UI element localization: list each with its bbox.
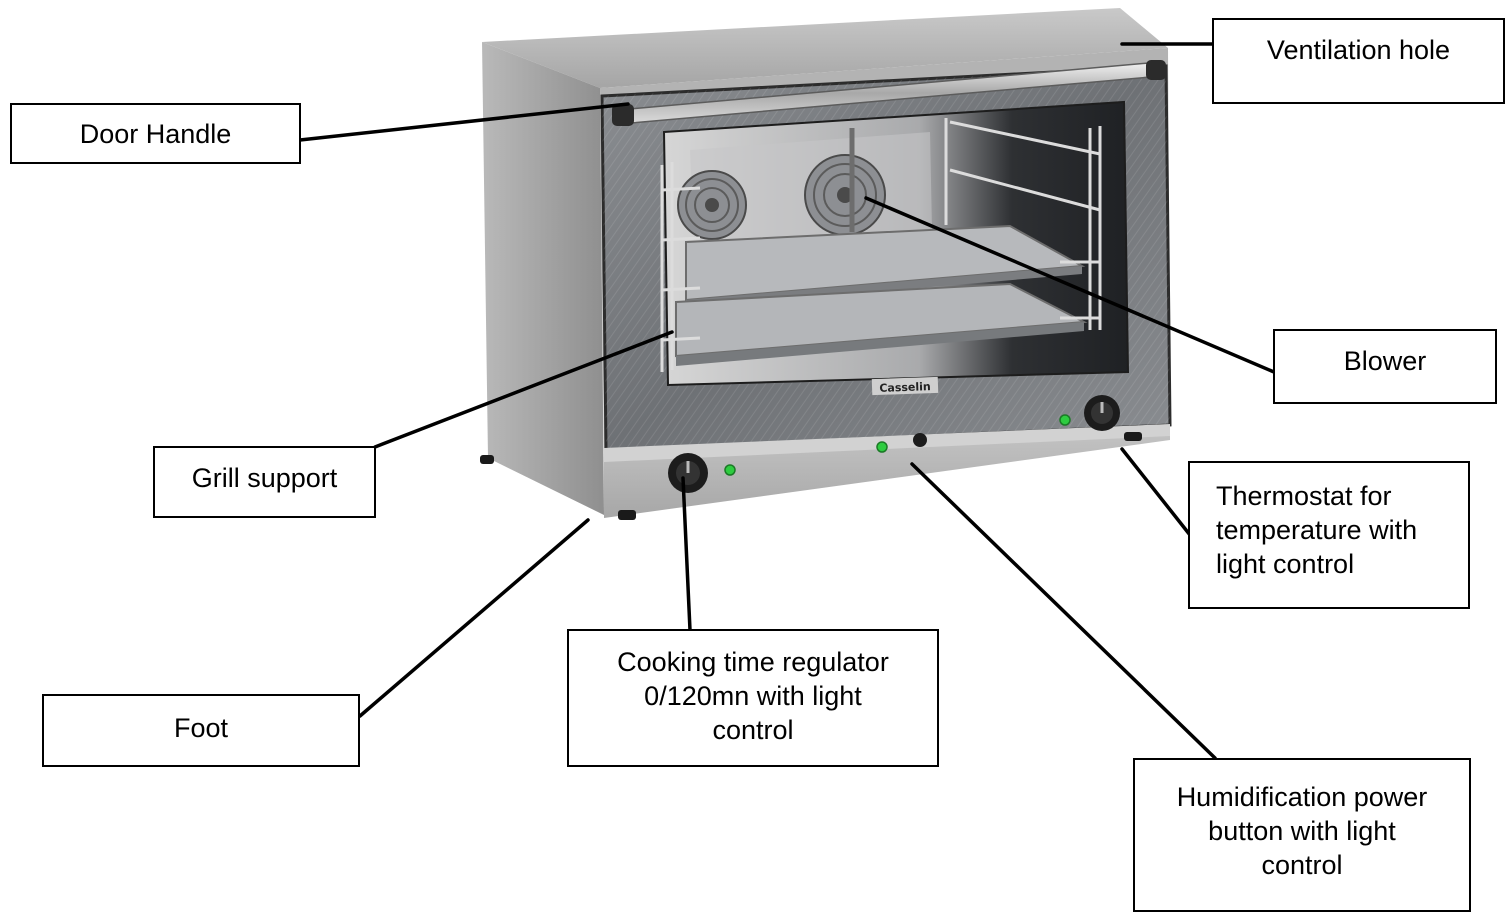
label-humidification: Humidification power button with light c… bbox=[1133, 758, 1471, 912]
label-grill-support: Grill support bbox=[153, 446, 376, 518]
label-thermostat: Thermostat for temperature with light co… bbox=[1188, 461, 1470, 609]
leader-humidification bbox=[910, 462, 1217, 760]
foot bbox=[618, 510, 636, 520]
label-humidification-text: Humidification power button with light c… bbox=[1176, 782, 1428, 880]
brand-logo: Casselin bbox=[879, 380, 931, 395]
leader-blower bbox=[864, 196, 1276, 374]
label-door-handle-text: Door Handle bbox=[79, 118, 232, 149]
fan-icon bbox=[804, 154, 886, 236]
grill-supports bbox=[660, 118, 1102, 372]
baking-trays bbox=[675, 224, 1088, 366]
humidification-indicator-light bbox=[876, 441, 888, 453]
leader-cooking-time bbox=[681, 476, 692, 632]
leader-door-handle bbox=[298, 102, 630, 142]
oven-top bbox=[482, 8, 1168, 88]
leader-thermostat bbox=[1120, 447, 1192, 537]
label-ventilation-hole: Ventilation hole bbox=[1212, 18, 1505, 104]
control-panel bbox=[604, 395, 1170, 518]
leader-lines bbox=[298, 42, 1276, 760]
label-door-handle: Door Handle bbox=[10, 103, 301, 164]
label-foot: Foot bbox=[42, 694, 360, 767]
brand-plate: Casselin bbox=[871, 376, 939, 396]
label-cooking-time: Cooking time regulator 0/120mn with ligh… bbox=[567, 629, 939, 767]
fan-icon bbox=[677, 170, 747, 240]
oven-feet bbox=[480, 432, 1142, 520]
label-foot-text: Foot bbox=[173, 712, 229, 743]
label-thermostat-text: Thermostat for temperature with light co… bbox=[1216, 481, 1418, 579]
oven-side bbox=[482, 42, 604, 515]
timer-knob[interactable] bbox=[668, 453, 708, 493]
foot bbox=[480, 455, 494, 464]
leader-foot bbox=[358, 518, 590, 718]
label-ventilation-hole-text: Ventilation hole bbox=[1266, 35, 1451, 65]
label-blower-text: Blower bbox=[1343, 345, 1427, 376]
label-cooking-time-text: Cooking time regulator 0/120mn with ligh… bbox=[617, 647, 889, 745]
thermostat-knob[interactable] bbox=[1084, 395, 1120, 431]
label-blower: Blower bbox=[1273, 329, 1497, 404]
label-grill-support-text: Grill support bbox=[191, 463, 338, 493]
leader-grill-support bbox=[373, 330, 674, 449]
foot bbox=[1124, 432, 1142, 441]
thermostat-indicator-light bbox=[1059, 414, 1071, 426]
humidification-button[interactable] bbox=[913, 433, 927, 447]
door-handle bbox=[612, 60, 1166, 126]
timer-indicator-light bbox=[724, 464, 736, 476]
